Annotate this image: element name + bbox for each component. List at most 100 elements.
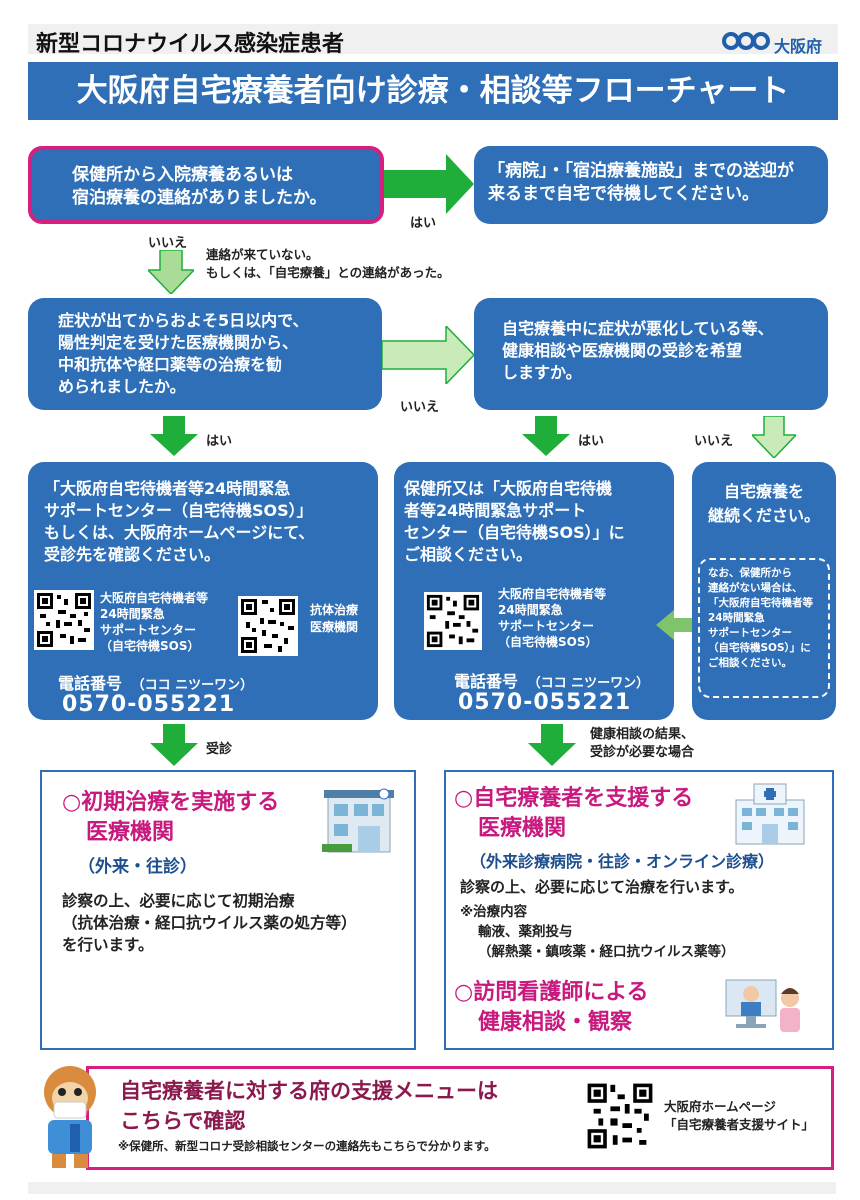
hospital-transfer-line-1: 「病院」・「宿泊療養施設」までの送迎が	[488, 161, 794, 181]
note-line-4: 24時間緊急	[708, 612, 765, 624]
qr-code-icon	[584, 1080, 656, 1152]
home-support-body-3: 輸液、薬剤投与	[478, 924, 573, 940]
consult-box: 保健所又は「大阪府自宅待機 者等24時間緊急サポート センター（自宅待機SOS）…	[394, 462, 674, 720]
clinic-illustration	[318, 786, 398, 858]
phone-number-left[interactable]: 0570-055221	[62, 692, 236, 717]
qr-code-antibody[interactable]	[238, 596, 298, 656]
qr-mid-label-line-4: （自宅待機SOS）	[498, 635, 598, 649]
question-3-line-3: しますか。	[502, 363, 582, 382]
question-2-line-1: 症状が出てからおよそ5日以内で、	[58, 311, 309, 330]
initial-treatment-sub: （外来・往診）	[78, 857, 197, 877]
initial-treatment-body-3: を行います。	[62, 936, 154, 954]
phone-number-mid[interactable]: 0570-055221	[458, 690, 632, 715]
initial-treatment-body-1: 診察の上、必要に応じて初期治療	[62, 892, 295, 910]
home-support-title-1: ○自宅療養者を支援する	[454, 786, 694, 811]
question-3-line-2: 健康相談や医療機関の受診を希望	[502, 341, 743, 360]
continue-home-note: なお、保健所から 連絡がない場合は、 「大阪府自宅待機者等 24時間緊急 サポー…	[698, 558, 830, 698]
arrow-down-yes-3	[522, 416, 570, 456]
question-3-box: 自宅療養中に症状が悪化している等、 健康相談や医療機関の受診を希望 しますか。	[474, 298, 828, 410]
question-1-line-1: 保健所から入院療養あるいは	[72, 165, 293, 185]
arrow-down-consult-mid	[528, 724, 576, 766]
sos-center-box: 「大阪府自宅待機者等24時間緊急 サポートセンター（自宅待機SOS）」 もしくは…	[28, 462, 378, 720]
osaka-logo-icon	[722, 32, 770, 50]
org-name: 大阪府	[774, 37, 823, 56]
initial-treatment-title-2: 医療機関	[86, 820, 175, 845]
hospital-transfer-line-2: 来るまで自宅で待機してください。	[488, 184, 759, 204]
qr-code-icon	[238, 596, 298, 656]
support-site-line-2[interactable]: 「自宅療養者支援サイト」	[664, 1117, 815, 1132]
consult-line-2: 者等24時間緊急サポート	[404, 501, 587, 520]
hospital-icon	[735, 783, 805, 845]
support-site-line-1: 大阪府ホームページ	[664, 1099, 776, 1114]
continue-home-line-1: 自宅療養を	[723, 482, 804, 501]
phone-label-left: 電話番号	[58, 674, 123, 693]
nurse-illustration	[724, 978, 808, 1038]
page-title-text: 大阪府自宅療養者向け診療・相談等フローチャート	[76, 73, 790, 109]
initial-treatment-title-1: ○初期治療を実施する	[62, 790, 280, 815]
label-no-1: いいえ	[148, 236, 188, 251]
home-support-sub: （外来診療病院・往診・オンライン診療）	[470, 852, 775, 871]
note-line-7: ご相談ください。	[708, 657, 792, 669]
support-menu-line-1: 自宅療養者に対する府の支援メニューは	[120, 1079, 498, 1103]
label-yes-1: はい	[410, 216, 437, 231]
arrow-down-consult-left	[150, 724, 198, 766]
home-support-body-2: ※治療内容	[460, 904, 528, 920]
header-band	[28, 24, 838, 54]
question-1-box: 保健所から入院療養あるいは 宿泊療養の連絡がありましたか。	[28, 146, 384, 224]
result-condition-line-2: 受診が必要な場合	[590, 745, 695, 760]
qr-code-sos-left[interactable]	[34, 590, 94, 650]
qr-code-icon	[424, 592, 482, 650]
qr-code-support-site[interactable]	[584, 1080, 656, 1152]
arrow-right-no-2	[382, 326, 474, 384]
bottom-band	[28, 1182, 836, 1194]
question-1-line-2: 宿泊療養の連絡がありましたか。	[72, 188, 327, 208]
consult-line-3: センター（自宅待機SOS）」に	[404, 523, 625, 542]
mascot-illustration	[30, 1062, 110, 1172]
result-condition-note: 健康相談の結果、 受診が必要な場合	[590, 726, 694, 762]
label-yes-2: はい	[206, 434, 233, 449]
consult-line-1: 保健所又は「大阪府自宅待機	[404, 479, 613, 498]
mascot-icon	[44, 1066, 96, 1168]
note-line-5: サポートセンター	[708, 627, 792, 639]
arrow-down-yes-2	[150, 416, 198, 456]
support-menu-banner	[86, 1066, 834, 1170]
hospital-transfer-box: 「病院」・「宿泊療養施設」までの送迎が 来るまで自宅で待機してください。	[474, 146, 828, 224]
initial-treatment-body-2: （抗体治療・経口抗ウイルス薬の処方等）	[62, 914, 357, 932]
nurse-visit-icon	[725, 979, 800, 1032]
sos-center-line-4: 受診先を確認ください。	[44, 545, 221, 564]
question-2-line-2: 陽性判定を受けた医療機関から、	[58, 333, 299, 352]
note-line-2: 連絡がない場合は、	[708, 582, 803, 594]
continue-home-box: 自宅療養を 継続ください。 なお、保健所から 連絡がない場合は、 「大阪府自宅待…	[692, 462, 836, 720]
qr-sos-label-line-4: （自宅待機SOS）	[100, 639, 200, 653]
no-contact-note: 連絡が来ていない。 もしくは、「自宅療養」との連絡があった。	[206, 246, 450, 282]
page-subtitle: 新型コロナウイルス感染症患者	[36, 32, 345, 57]
label-consult: 受診	[206, 742, 233, 757]
phone-reading-left: （ココ ニツーワン）	[131, 678, 254, 693]
hospital-illustration	[732, 780, 808, 846]
home-support-body-4: （解熱薬・鎮咳薬・経口抗ウイルス薬等）	[478, 944, 735, 960]
label-no-3: いいえ	[694, 434, 734, 449]
qr-mid-label-line-2: 24時間緊急	[498, 603, 563, 617]
qr-sos-label-line-1: 大阪府自宅待機者等	[100, 591, 209, 605]
page-title: 大阪府自宅療養者向け診療・相談等フローチャート	[28, 62, 838, 120]
arrow-down-no-3	[752, 416, 796, 458]
home-support-body-1: 診察の上、必要に応じて治療を行います。	[460, 878, 744, 896]
question-2-box: 症状が出てからおよそ5日以内で、 陽性判定を受けた医療機関から、 中和抗体や経口…	[28, 298, 382, 410]
consult-line-4: ご相談ください。	[404, 545, 533, 564]
osaka-logo	[722, 30, 770, 52]
support-menu-line-2: こちらで確認	[120, 1109, 246, 1133]
support-menu-text: 自宅療養者に対する府の支援メニューは こちらで確認	[120, 1076, 498, 1136]
qr-sos-label-line-3: サポートセンター	[100, 623, 197, 637]
qr-code-sos-mid[interactable]	[424, 592, 482, 650]
phone-reading-mid: （ココ ニツーワン）	[527, 676, 650, 691]
no-contact-note-line-1: 連絡が来ていない。	[206, 247, 319, 262]
question-3-line-1: 自宅療養中に症状が悪化している等、	[502, 319, 774, 338]
home-support-box: ○自宅療養者を支援する 医療機関 （外来診療病院・往診・オンライン診療） 診察の…	[444, 770, 834, 1050]
qr-mid-label-line-3: サポートセンター	[498, 619, 595, 633]
question-2-line-4: められましたか。	[58, 377, 186, 396]
sos-center-line-1: 「大阪府自宅待機者等24時間緊急	[44, 479, 291, 498]
qr-antibody-label-line-1: 抗体治療	[310, 603, 359, 617]
support-menu-note: ※保健所、新型コロナ受診相談センターの連絡先もこちらで分かります。	[118, 1139, 496, 1153]
qr-sos-label-line-2: 24時間緊急	[100, 607, 165, 621]
nurse-visit-title-1: ○訪問看護師による	[454, 980, 649, 1005]
